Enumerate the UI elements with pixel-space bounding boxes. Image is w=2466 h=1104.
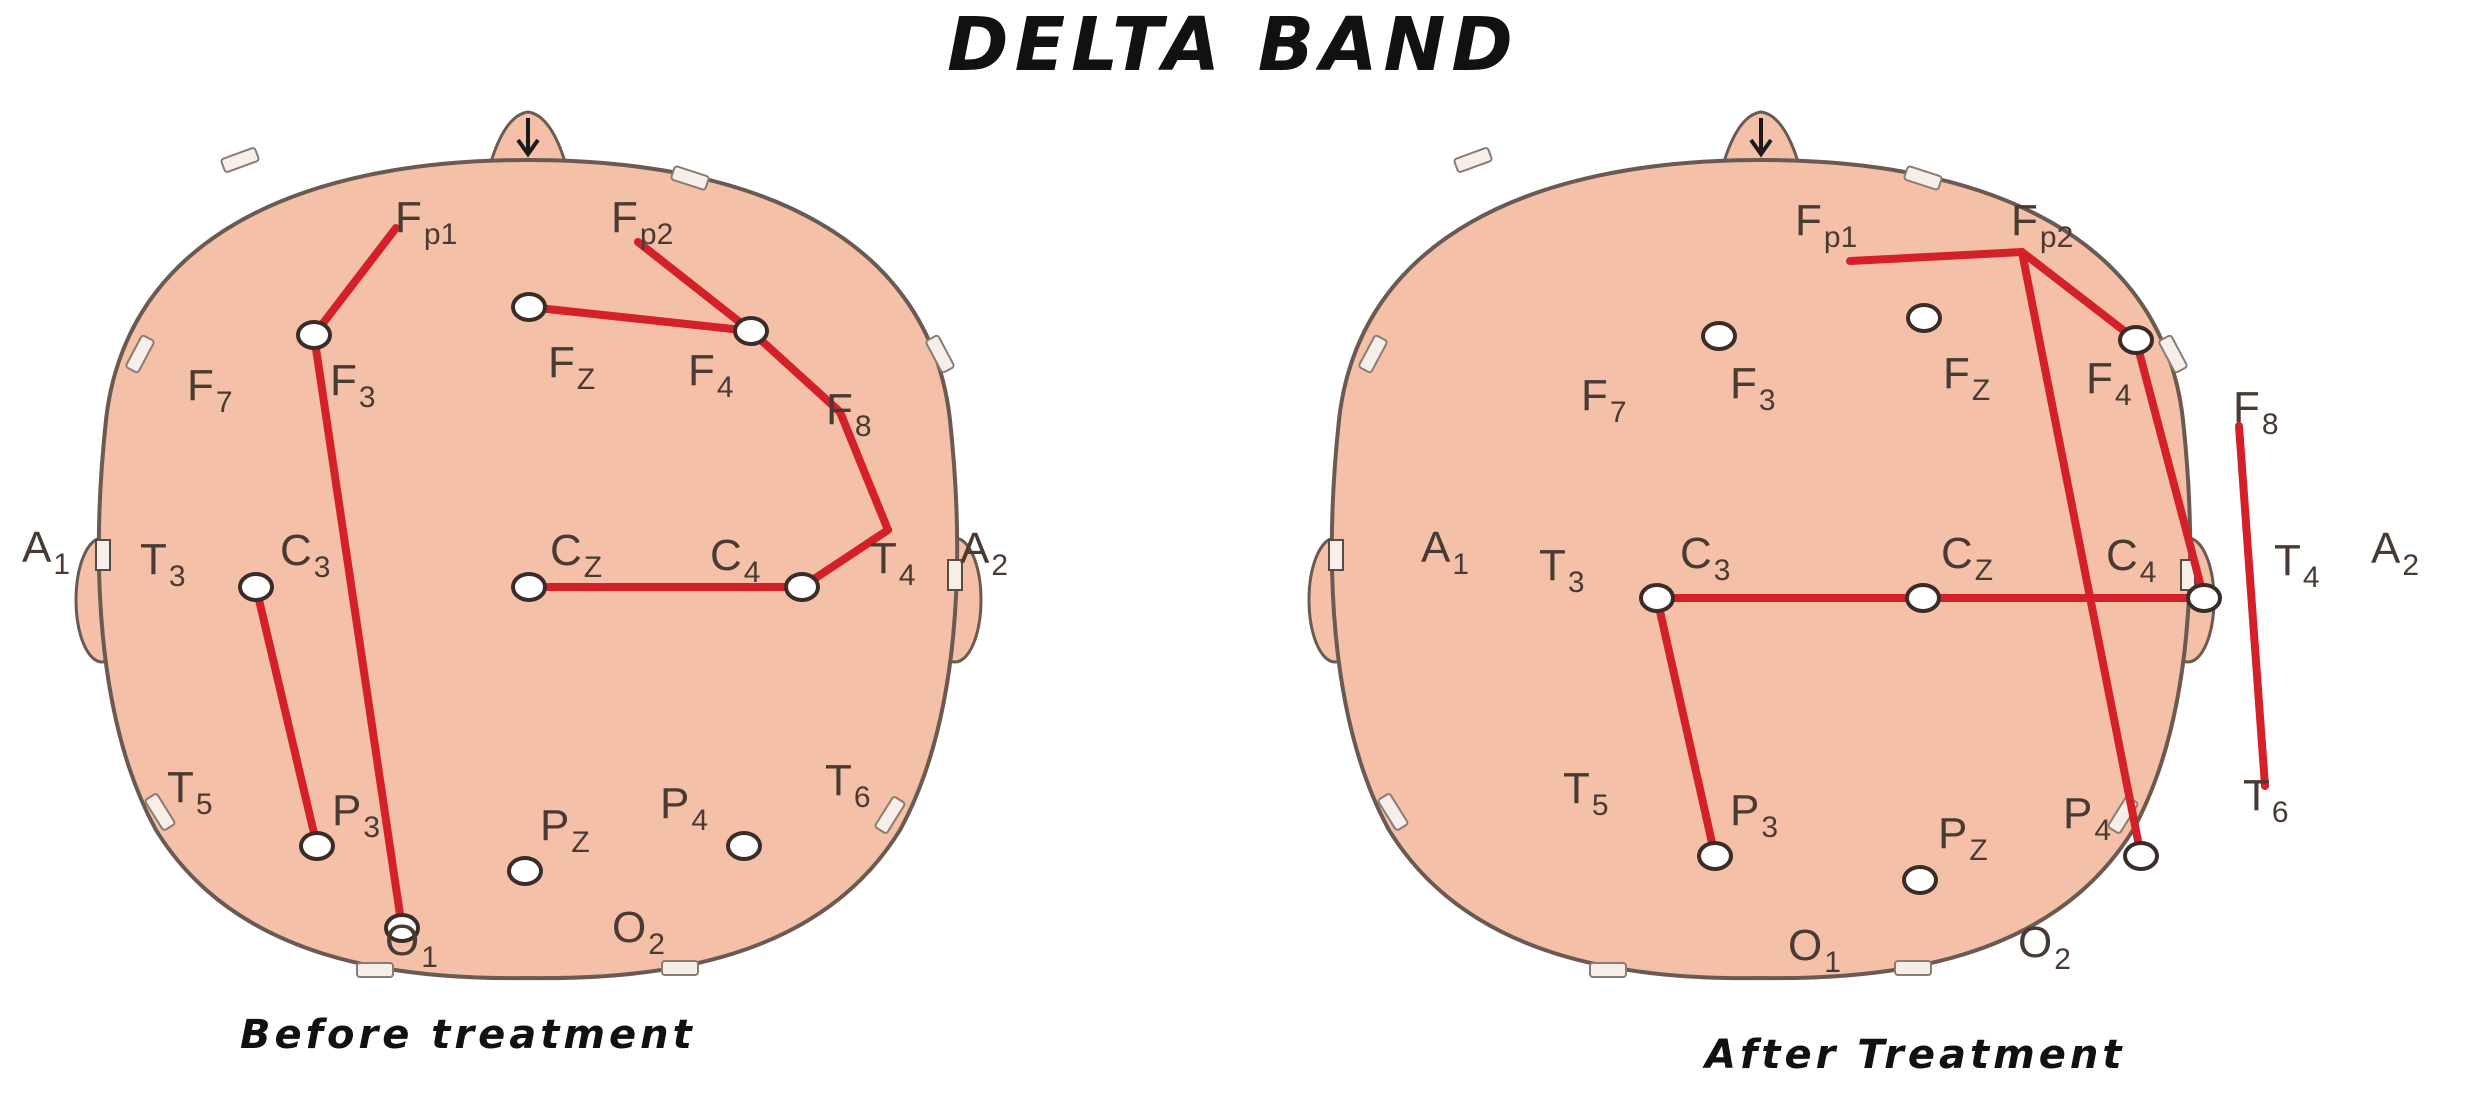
- connection-f8-t6: [2235, 422, 2269, 790]
- electrode-label-f7: F7: [1581, 371, 1627, 429]
- electrode-label-t3: T3: [1539, 541, 1585, 599]
- electrode-label-o1: O1: [1788, 921, 1841, 979]
- electrode-label-fp1: Fp1: [395, 193, 457, 251]
- electrode-f3: [1701, 321, 1737, 351]
- connection-t4-c4: [798, 526, 892, 591]
- electrode-label-o2: O2: [2018, 918, 2071, 976]
- electrode-label-p4: P4: [2063, 789, 2111, 847]
- electrode-label-pz: PZ: [540, 801, 590, 859]
- connection-f3-o1: [310, 331, 406, 932]
- electrode-label-c3: C3: [1680, 529, 1730, 587]
- electrode-label-fz: FZ: [548, 338, 595, 396]
- electrode-cz: [1905, 583, 1941, 613]
- electrode-fz: [1906, 303, 1942, 333]
- electrode-label-t6: T6: [825, 756, 871, 814]
- connection-f4-c4: [2132, 336, 2208, 602]
- electrode-f4: [2118, 325, 2154, 355]
- electrode-p3: [299, 831, 335, 861]
- connection-f8-t4: [836, 408, 892, 534]
- electrode-label-p3: P3: [332, 786, 380, 844]
- connection-fp1-f3: [310, 224, 400, 339]
- electrode-label-f8: F8: [826, 385, 872, 443]
- electrode-label-o1: O1: [385, 916, 438, 974]
- electrode-f3: [296, 320, 332, 350]
- electrode-label-fp1: Fp1: [1795, 196, 1857, 254]
- electrode-label-fz: FZ: [1943, 349, 1990, 407]
- electrode-label-a1: A1: [1421, 523, 1469, 581]
- electrode-label-f4: F4: [688, 346, 734, 404]
- connection-c3-p3: [1653, 594, 1719, 860]
- electrode-label-p3: P3: [1730, 786, 1778, 844]
- electrode-p4: [2123, 841, 2159, 871]
- electrode-f4: [733, 316, 769, 346]
- electrode-p3: [1697, 841, 1733, 871]
- electrode-label-cz: CZ: [550, 526, 602, 584]
- electrode-label-f8: F8: [2233, 383, 2279, 441]
- electrode-label-t5: T5: [167, 763, 213, 821]
- electrode-label-f3: F3: [330, 356, 376, 414]
- caption-after: After Treatment: [1705, 1032, 2126, 1078]
- electrode-label-cz: CZ: [1941, 529, 1993, 587]
- electrode-label-pz: PZ: [1938, 809, 1988, 867]
- electrode-label-c4: C4: [710, 531, 760, 589]
- electrode-c3: [1639, 583, 1675, 613]
- connection-fp2-f4: [2018, 248, 2140, 344]
- electrode-c3: [238, 572, 274, 602]
- electrode-pz: [507, 856, 543, 886]
- electrode-label-f7: F7: [187, 361, 233, 419]
- electrode-label-t3: T3: [140, 535, 186, 593]
- electrode-label-c3: C3: [280, 526, 330, 584]
- connection-f4-f8: [747, 327, 844, 416]
- electrode-cz: [511, 572, 547, 602]
- electrode-label-t5: T5: [1563, 764, 1609, 822]
- connection-fz-f4: [525, 303, 755, 335]
- electrode-label-p4: P4: [660, 779, 708, 837]
- electrode-label-a2: A2: [960, 524, 1008, 582]
- electrode-label-a1: A1: [22, 523, 70, 581]
- connection-c3-p3: [252, 583, 321, 850]
- electrode-label-f4: F4: [2086, 354, 2132, 412]
- electrode-label-t6: T6: [2243, 771, 2289, 829]
- electrode-label-o2: O2: [612, 903, 665, 961]
- electrode-label-fp2: Fp2: [611, 193, 673, 251]
- electrode-label-c4: C4: [2106, 531, 2156, 589]
- electrode-fz: [511, 292, 547, 322]
- electrode-pz: [1902, 865, 1938, 895]
- connection-fp1-fp2: [1846, 248, 2026, 265]
- electrode-label-f3: F3: [1730, 359, 1776, 417]
- electrode-label-a2: A2: [2371, 524, 2419, 582]
- electrode-c4: [784, 572, 820, 602]
- connection-fp2-p4: [2018, 248, 2145, 860]
- caption-before: Before treatment: [240, 1012, 696, 1058]
- electrode-label-t4: T4: [2274, 536, 2320, 594]
- electrode-p4: [726, 831, 762, 861]
- electrode-o1: [384, 913, 420, 943]
- electrode-label-t4: T4: [870, 534, 916, 592]
- page-title: DELTA BAND: [947, 2, 1519, 88]
- electrode-c4: [2186, 583, 2222, 613]
- electrode-label-fp2: Fp2: [2011, 196, 2073, 254]
- connection-fp2-f4: [634, 238, 755, 335]
